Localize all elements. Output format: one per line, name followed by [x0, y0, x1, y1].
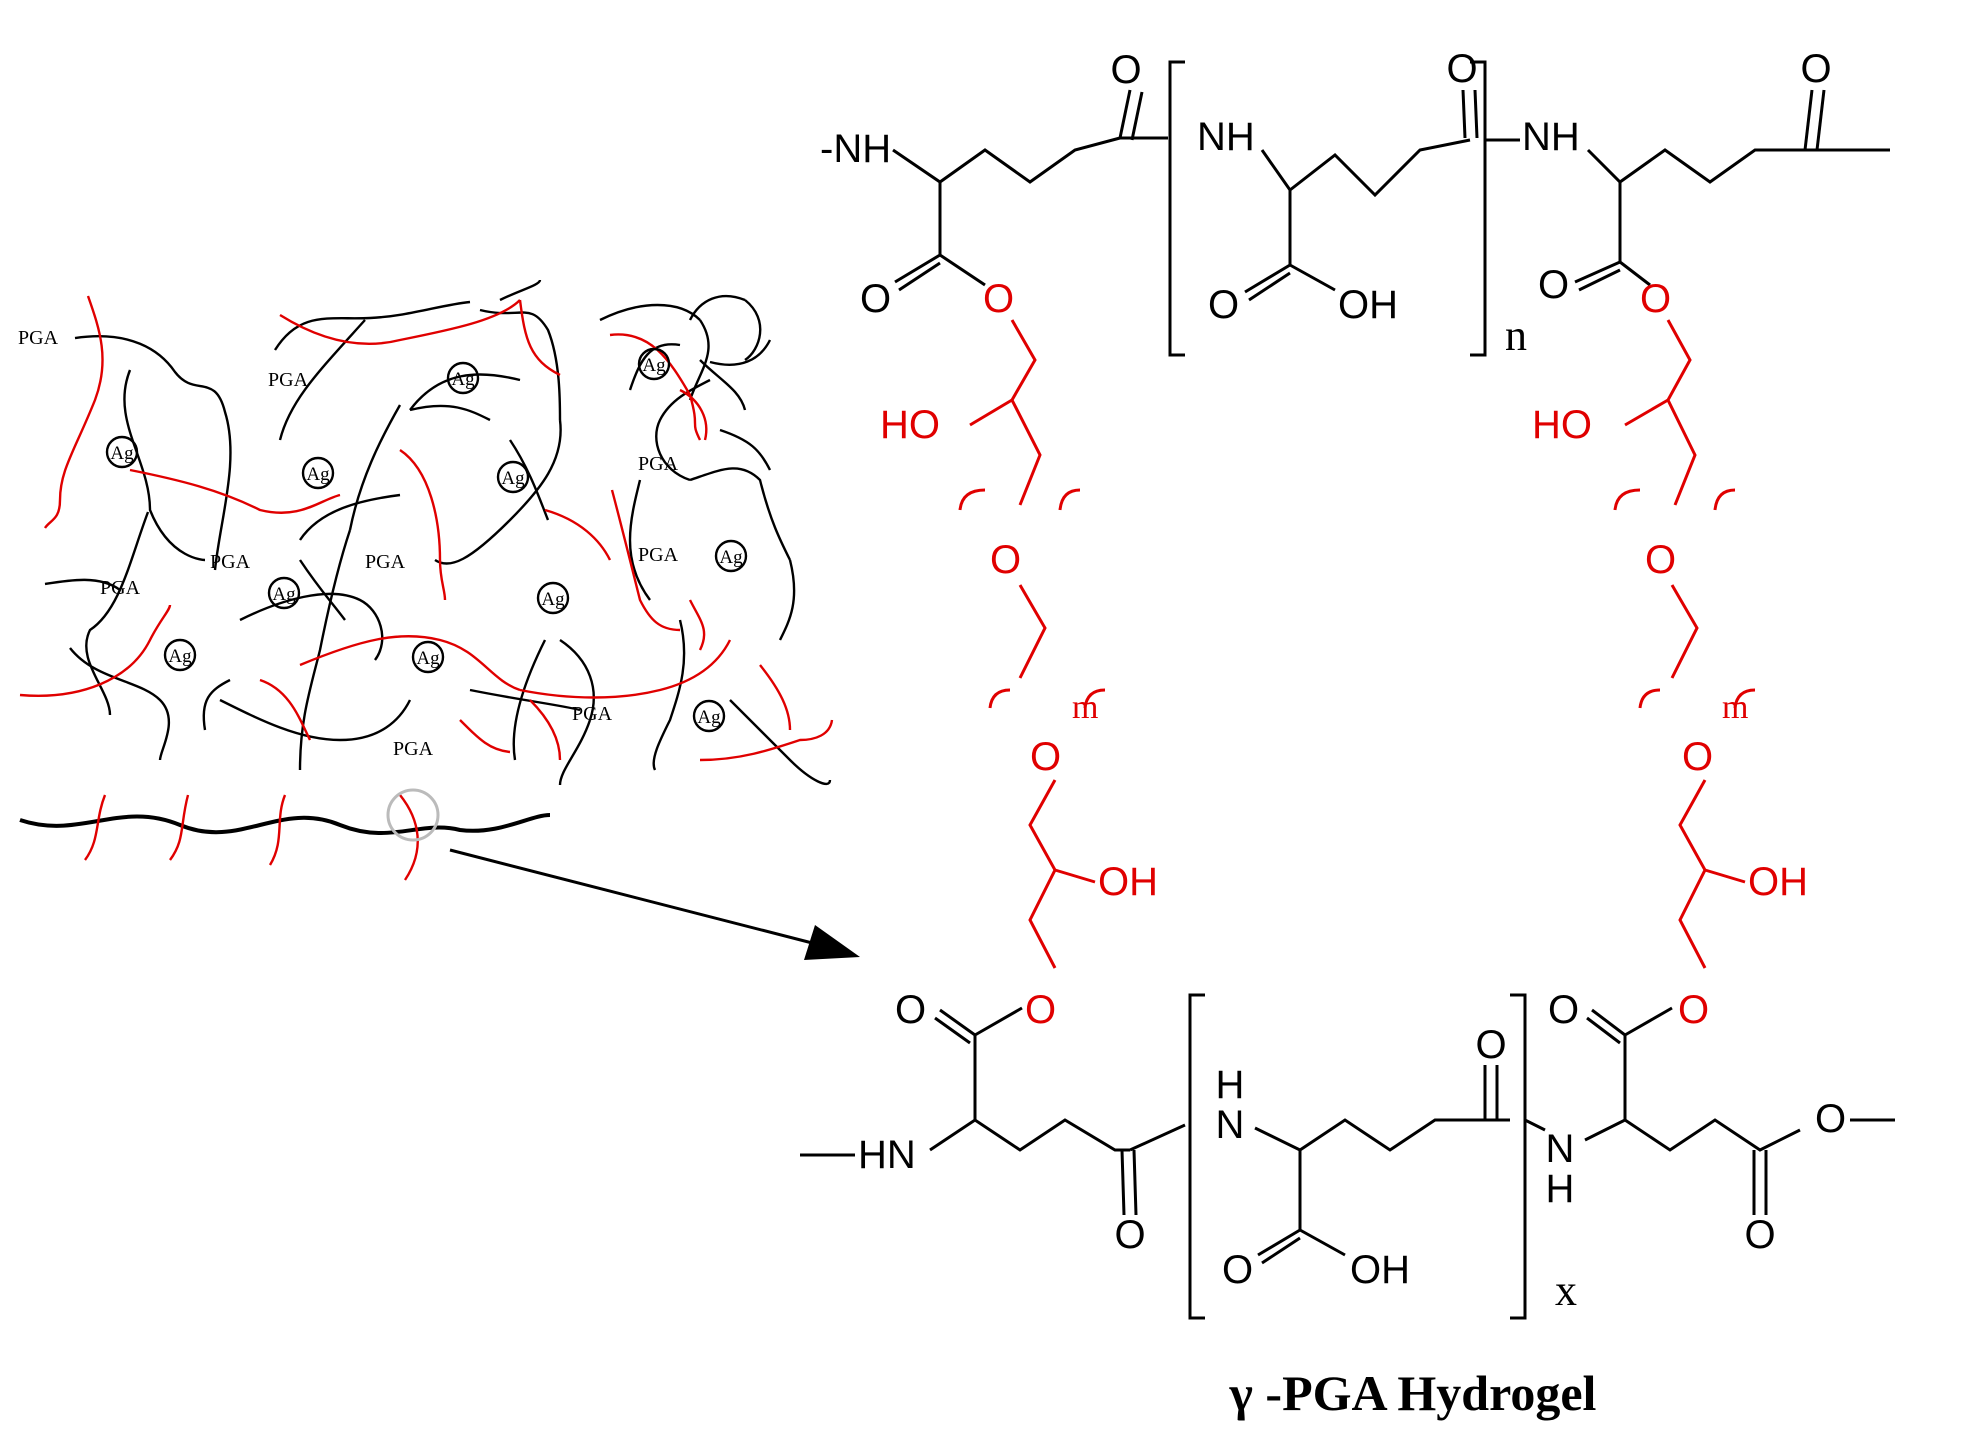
svg-text:Ag: Ag	[416, 648, 440, 669]
svg-text:O: O	[1800, 47, 1831, 91]
svg-text:NH: NH	[1522, 115, 1580, 159]
svg-text:O: O	[1222, 1248, 1253, 1292]
svg-text:Ag: Ag	[110, 443, 134, 464]
svg-text:HO: HO	[880, 403, 940, 447]
svg-text:Ag: Ag	[168, 646, 192, 667]
ag-particles: Ag Ag Ag Ag Ag Ag Ag Ag Ag Ag Ag	[105, 347, 748, 733]
pga-labels: PGA PGA PGA PGA PGA PGA PGA PGA PGA	[18, 327, 679, 760]
svg-text:N: N	[1216, 1103, 1245, 1147]
svg-text:O: O	[1110, 48, 1141, 92]
svg-text:O: O	[895, 988, 926, 1032]
pga-label: PGA	[572, 703, 613, 725]
svg-text:Ag: Ag	[306, 464, 330, 485]
pga-label: PGA	[268, 369, 309, 391]
ag-particle: Ag	[411, 640, 445, 674]
svg-text:O: O	[1114, 1213, 1145, 1257]
svg-text:O: O	[1025, 988, 1056, 1032]
svg-text:Ag: Ag	[451, 369, 475, 390]
svg-text:OH: OH	[1748, 860, 1808, 904]
svg-text:OH: OH	[1338, 283, 1398, 327]
single-strand	[19, 788, 551, 881]
polymer-network: Ag Ag Ag Ag Ag Ag Ag Ag Ag Ag Ag PGA PGA…	[18, 279, 860, 960]
svg-text:HN: HN	[858, 1133, 916, 1177]
svg-text:Ag: Ag	[642, 355, 666, 376]
top-backbone: -NH O O NH O O OH n	[820, 47, 1890, 360]
ag-particle: Ag	[496, 460, 530, 494]
ag-particle: Ag	[714, 539, 748, 573]
svg-text:-NH: -NH	[820, 127, 891, 171]
figure-caption: γ -PGA Hydrogel	[1229, 1365, 1597, 1421]
svg-text:x: x	[1555, 1266, 1577, 1315]
svg-text:O: O	[1475, 1023, 1506, 1067]
ag-particle: Ag	[301, 456, 335, 490]
svg-text:O: O	[1815, 1097, 1846, 1141]
svg-text:N: N	[1546, 1127, 1575, 1171]
chemical-structure: -NH O O NH O O OH n	[800, 47, 1895, 1320]
svg-text:Ag: Ag	[272, 584, 296, 605]
svg-text:O: O	[860, 277, 891, 321]
ag-particle: Ag	[163, 638, 197, 672]
zoom-arrow	[449, 848, 860, 960]
svg-text:Ag: Ag	[501, 468, 525, 489]
crosslinker-chains	[19, 295, 834, 762]
svg-text:HO: HO	[1532, 403, 1592, 447]
svg-text:O: O	[983, 277, 1014, 321]
ag-particle: Ag	[446, 361, 480, 395]
svg-text:m: m	[1072, 689, 1098, 726]
svg-text:O: O	[1744, 1213, 1775, 1257]
bottom-backbone: O HN O H N O O O	[800, 988, 1895, 1320]
magnifier-circle	[386, 788, 440, 842]
svg-text:Ag: Ag	[697, 707, 721, 728]
svg-text:O: O	[1548, 988, 1579, 1032]
svg-text:OH: OH	[1098, 860, 1158, 904]
pga-label: PGA	[210, 551, 251, 573]
ag-particle: Ag	[536, 581, 570, 615]
svg-text:O: O	[1682, 735, 1713, 779]
pga-label: PGA	[638, 453, 679, 475]
svg-text:O: O	[1030, 735, 1061, 779]
pga-label: PGA	[638, 544, 679, 566]
left-crosslinker: O HO O m O OH O	[880, 277, 1158, 1032]
svg-text:O: O	[1678, 988, 1709, 1032]
svg-text:O: O	[1208, 283, 1239, 327]
svg-text:O: O	[990, 538, 1021, 582]
svg-text:H: H	[1216, 1063, 1245, 1107]
right-crosslinker: O HO O m O OH O	[1532, 277, 1808, 1032]
pga-label: PGA	[393, 738, 434, 760]
pga-label: PGA	[365, 551, 406, 573]
svg-text:OH: OH	[1350, 1248, 1410, 1292]
svg-text:H: H	[1546, 1167, 1575, 1211]
svg-text:NH: NH	[1197, 115, 1255, 159]
ag-particle: Ag	[637, 347, 671, 381]
pga-label: PGA	[18, 327, 59, 349]
svg-text:Ag: Ag	[541, 589, 565, 610]
svg-text:m: m	[1722, 689, 1748, 726]
svg-text:O: O	[1538, 263, 1569, 307]
ag-particle: Ag	[692, 699, 726, 733]
ag-particle: Ag	[267, 576, 301, 610]
svg-text:O: O	[1446, 47, 1477, 91]
svg-text:Ag: Ag	[719, 547, 743, 568]
svg-text:O: O	[1645, 538, 1676, 582]
svg-text:O: O	[1640, 277, 1671, 321]
ag-particle: Ag	[105, 435, 139, 469]
pga-label: PGA	[100, 577, 141, 599]
svg-text:n: n	[1505, 311, 1527, 360]
